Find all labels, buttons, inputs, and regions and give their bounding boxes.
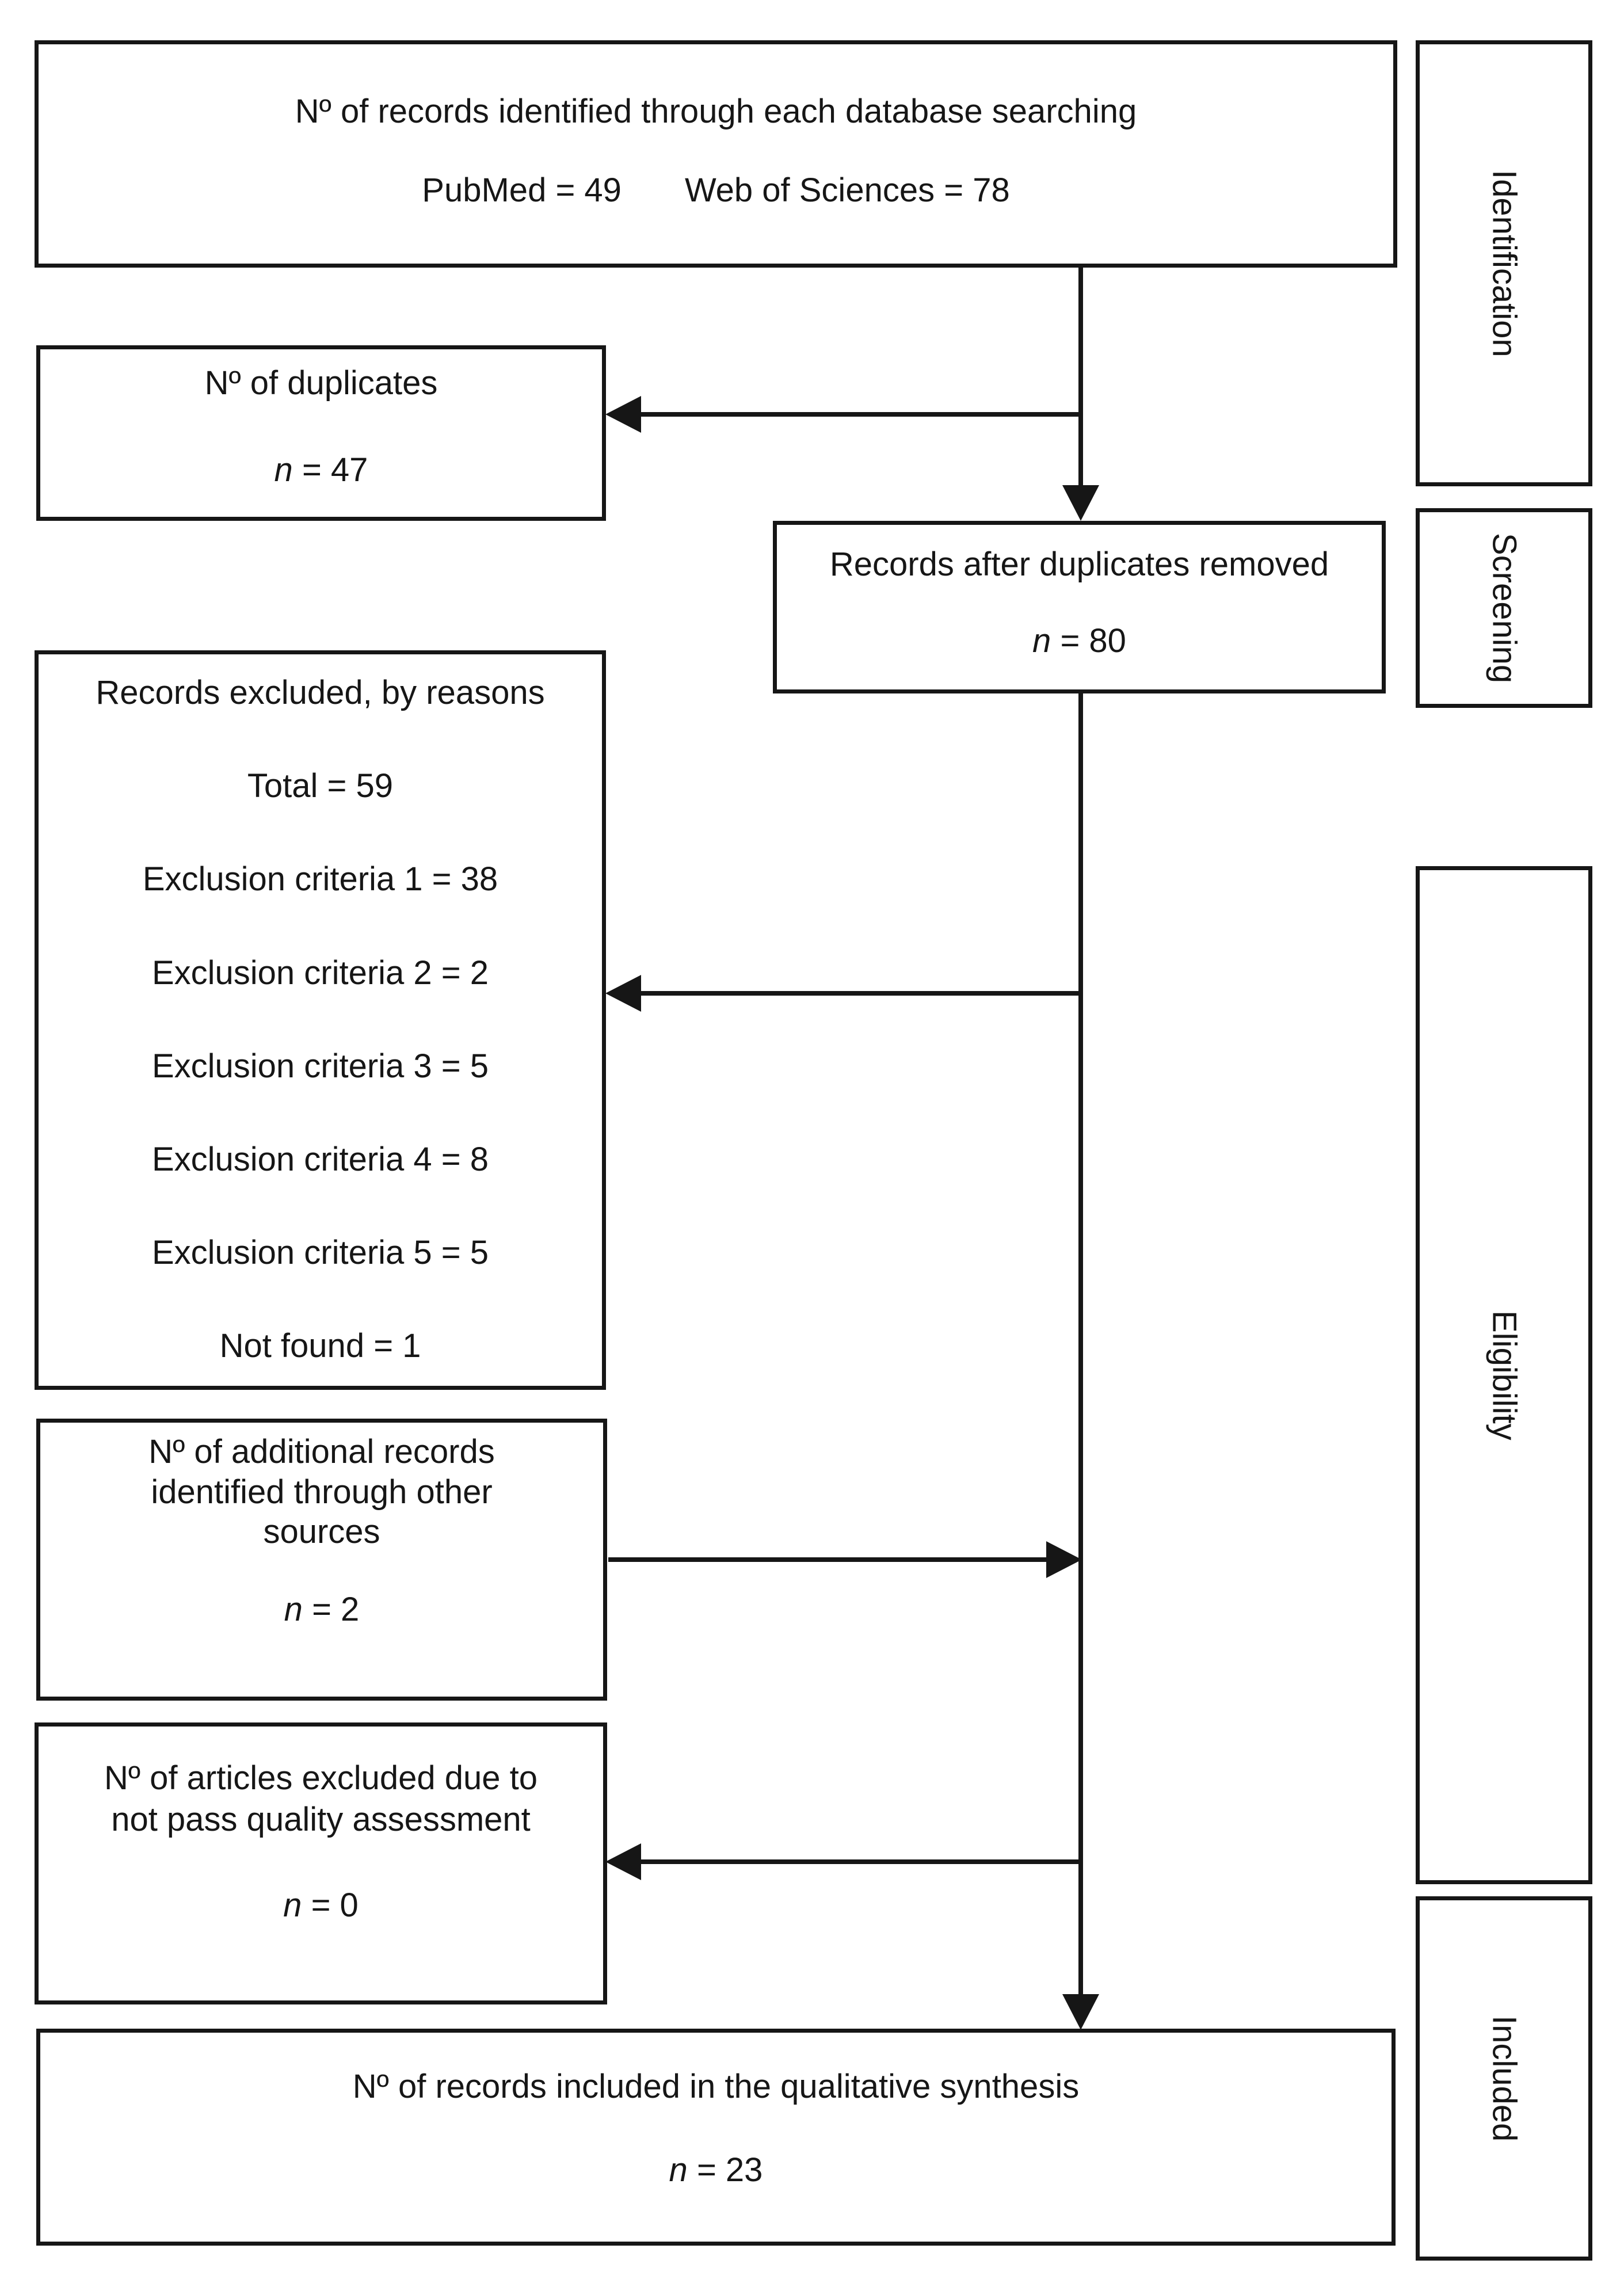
n-value: = 23 — [696, 2151, 763, 2189]
arrow-down-icon — [1062, 485, 1099, 521]
n-symbol: n — [669, 2151, 688, 2189]
duplicates-count: n = 47 — [275, 450, 368, 490]
stage-label-eligibility: Eligibility — [1416, 866, 1592, 1884]
additional-records-box: Nº of additional records identified thro… — [36, 1419, 607, 1701]
records-included-count: n = 23 — [669, 2150, 763, 2190]
database-counts: PubMed = 49 Web of Sciences = 78 — [422, 170, 1009, 211]
records-identified-box: Nº of records identified through each da… — [35, 40, 1397, 268]
n-symbol: n — [1032, 622, 1051, 660]
connector-afterdup-to-included — [1078, 692, 1083, 1995]
included-label: Included — [1485, 2015, 1523, 2142]
eligibility-label: Eligibility — [1485, 1310, 1523, 1440]
n-symbol: n — [274, 451, 293, 489]
after-duplicates-title: Records after duplicates removed — [829, 546, 1329, 583]
records-included-box: Nº of records included in the qualitativ… — [36, 2029, 1396, 2246]
arrow-down-icon — [1062, 1994, 1099, 2030]
quality-title-line2: not pass quality assessment — [111, 1801, 531, 1838]
arrow-left-icon — [605, 975, 641, 1012]
identification-label: Identification — [1485, 169, 1523, 357]
quality-excluded-box: Nº of articles excluded due to not pass … — [35, 1722, 607, 2004]
screening-label: Screening — [1485, 532, 1523, 684]
connector-identified-to-afterdup — [1078, 266, 1083, 489]
excluded-not-found: Not found = 1 — [219, 1327, 421, 1365]
arrow-left-icon — [605, 396, 641, 433]
after-duplicates-count: n = 80 — [1032, 621, 1126, 661]
exclusion-criteria-5: Exclusion criteria 5 = 5 — [151, 1234, 489, 1272]
connector-from-additional — [608, 1557, 1047, 1562]
duplicates-title: Nº of duplicates — [204, 364, 438, 402]
excluded-title: Records excluded, by reasons — [96, 674, 545, 711]
pubmed-count: PubMed = 49 — [422, 172, 622, 209]
excluded-total: Total = 59 — [247, 767, 394, 805]
n-value: = 80 — [1060, 622, 1126, 660]
quality-excluded-count: n = 0 — [283, 1885, 359, 1926]
n-symbol: n — [284, 1591, 303, 1629]
duplicates-box: Nº of duplicates n = 47 — [36, 345, 606, 521]
quality-excluded-title: Nº of articles excluded due to not pass … — [104, 1758, 537, 1840]
additional-title-line1: Nº of additional records — [148, 1433, 495, 1470]
additional-title-line2: identified through other — [151, 1473, 493, 1511]
web-of-sciences-count: Web of Sciences = 78 — [684, 172, 1010, 209]
stage-label-screening: Screening — [1416, 508, 1592, 708]
records-identified-title: Nº of records identified through each da… — [295, 93, 1137, 130]
n-value: = 0 — [311, 1887, 359, 1924]
exclusion-criteria-4: Exclusion criteria 4 = 8 — [151, 1140, 489, 1178]
arrow-right-icon — [1046, 1541, 1082, 1578]
stage-label-included: Included — [1416, 1896, 1592, 2261]
exclusion-criteria-1: Exclusion criteria 1 = 38 — [142, 860, 498, 898]
records-after-duplicates-box: Records after duplicates removed n = 80 — [773, 521, 1386, 693]
arrow-left-icon — [605, 1843, 641, 1880]
n-value: = 47 — [302, 451, 368, 489]
exclusion-criteria-3: Exclusion criteria 3 = 5 — [151, 1047, 489, 1085]
n-value: = 2 — [312, 1591, 360, 1629]
stage-label-identification: Identification — [1416, 40, 1592, 486]
exclusion-criteria-2: Exclusion criteria 2 = 2 — [151, 954, 489, 992]
connector-to-excluded — [639, 991, 1081, 996]
additional-records-title: Nº of additional records identified thro… — [148, 1432, 495, 1552]
additional-records-count: n = 2 — [284, 1590, 360, 1630]
quality-title-line1: Nº of articles excluded due to — [104, 1759, 538, 1797]
records-included-title: Nº of records included in the qualitativ… — [352, 2068, 1080, 2105]
records-excluded-box: Records excluded, by reasons Total = 59 … — [35, 650, 606, 1390]
connector-to-duplicates — [639, 412, 1081, 417]
additional-title-line3: sources — [263, 1513, 380, 1551]
connector-to-quality — [639, 1859, 1081, 1864]
n-symbol: n — [283, 1887, 302, 1924]
